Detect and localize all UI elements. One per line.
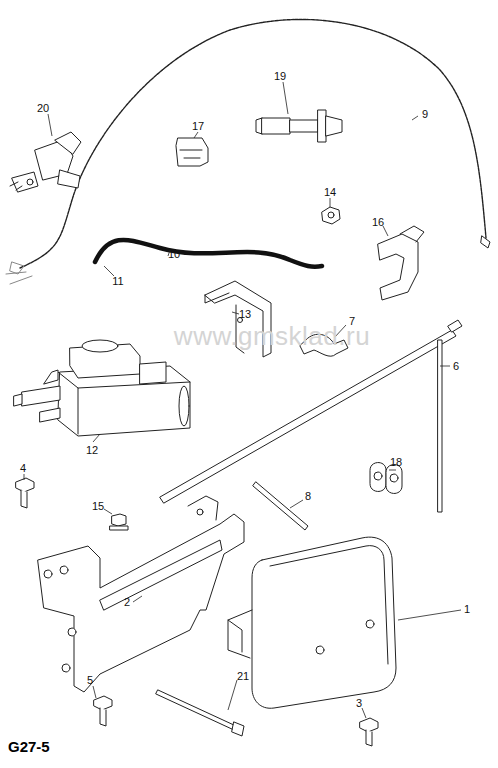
callout-number: 17: [192, 121, 204, 132]
callout-number: 21: [237, 671, 249, 682]
callout-number: 19: [274, 71, 286, 82]
callout-number: 6: [453, 361, 459, 372]
callout-number: 3: [356, 698, 362, 709]
callout-number: 9: [422, 109, 428, 120]
callout-number: 4: [20, 463, 26, 474]
callout-number: 10: [168, 249, 180, 260]
callout-number: 5: [87, 675, 93, 686]
callout-number: 14: [324, 187, 336, 198]
watermark: www.gmsklad.ru: [174, 323, 370, 349]
callout-number: 11: [112, 276, 123, 287]
callout-number: 8: [305, 491, 311, 502]
callout-number: 13: [239, 309, 251, 320]
callout-number: 1: [464, 604, 470, 615]
figure-code: G27-5: [8, 739, 50, 754]
callout-number: 12: [86, 445, 98, 456]
callout-number: 20: [37, 103, 49, 114]
callout-number: 2: [124, 597, 130, 608]
callout-number: 18: [390, 457, 402, 468]
callout-number: 16: [372, 217, 384, 228]
callout-number: 15: [92, 501, 104, 512]
